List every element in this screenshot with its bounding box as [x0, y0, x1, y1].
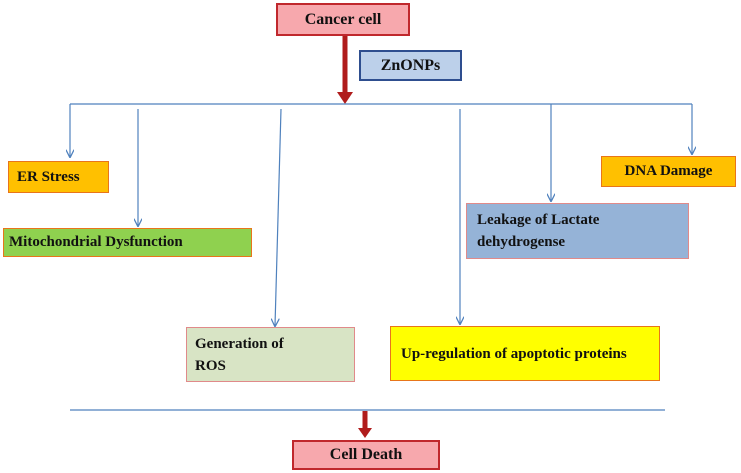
- main-arrow-head: [337, 92, 353, 104]
- branch-ros: [275, 108, 282, 326]
- node-znonps: ZnONPs: [359, 50, 462, 81]
- node-er-stress: ER Stress: [8, 161, 109, 193]
- node-ros-label: Generation of ROS: [195, 335, 284, 374]
- node-dna-label: DNA Damage: [624, 163, 713, 179]
- node-cell-death-label: Cell Death: [329, 446, 403, 463]
- node-dna: DNA Damage: [601, 156, 736, 187]
- node-cancer-cell-label: Cancer cell: [304, 10, 382, 28]
- node-upreg: Up-regulation of apoptotic proteins: [390, 326, 660, 381]
- node-cell-death: Cell Death: [292, 440, 440, 470]
- node-ros: Generation of ROS: [186, 327, 355, 382]
- node-mito: Mitochondrial Dysfunction: [3, 228, 252, 257]
- node-znonps-label: ZnONPs: [380, 56, 441, 74]
- node-mito-label: Mitochondrial Dysfunction: [9, 234, 183, 250]
- node-upreg-label: Up-regulation of apoptotic proteins: [401, 345, 627, 362]
- node-ldh: Leakage of Lactate dehydrogense: [466, 203, 689, 259]
- death-arrow-head: [358, 428, 372, 438]
- node-er-stress-label: ER Stress: [17, 168, 80, 185]
- node-cancer-cell: Cancer cell: [276, 3, 410, 36]
- node-ldh-label: Leakage of Lactate dehydrogense: [477, 212, 600, 250]
